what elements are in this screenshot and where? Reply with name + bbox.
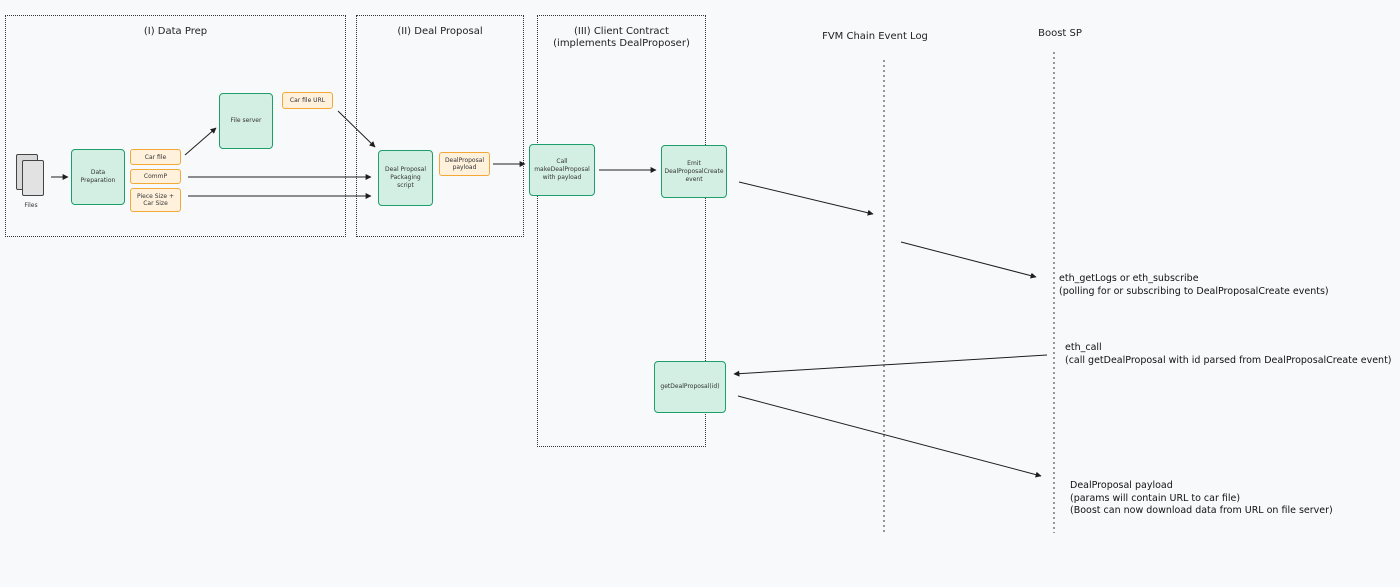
data-preparation-node: Data Preparation (71, 149, 125, 205)
region-client-contract (537, 15, 706, 447)
region-client-contract-title: (III) Client Contract (implements DealPr… (553, 26, 690, 49)
arrow-get-to-boost (737, 395, 1042, 478)
car-file-tag: Car file (130, 149, 181, 165)
region-data-prep-title: (I) Data Prep (143, 26, 208, 37)
packaging-script-node: Deal Proposal Packaging script (378, 150, 433, 206)
deal-proposal-payload-tag: DealProposal payload (439, 152, 490, 176)
arrow-fvm-to-boost (900, 241, 1037, 279)
eth-getlogs-note: eth_getLogs or eth_subscribe (polling fo… (1059, 273, 1329, 297)
lane-title-fvm: FVM Chain Event Log (822, 31, 928, 42)
region-deal-proposal-title: (II) Deal Proposal (397, 26, 483, 37)
get-deal-proposal-node: getDealProposal(id) (654, 361, 726, 413)
commp-tag: CommP (130, 169, 181, 184)
eth-call-note: eth_call (call getDealProposal with id p… (1065, 342, 1392, 366)
arrow-emit-to-fvm (738, 181, 874, 216)
deal-payload-note: DealProposal payload (params will contai… (1070, 480, 1333, 516)
car-file-url-tag: Car file URL (282, 92, 333, 109)
lane-title-boost: Boost SP (1038, 28, 1082, 39)
arrow-boost-to-get (733, 354, 1048, 377)
piece-size-tag: Piece Size + Car Size (130, 188, 181, 212)
file-server-node: File server (219, 93, 273, 149)
arrow-prep-to-fileserver (184, 127, 217, 156)
call-make-deal-proposal-node: Call makeDealProposal with payload (529, 144, 595, 196)
arrow-carurl-to-script (337, 110, 376, 148)
files-icon (16, 154, 46, 196)
region-deal-proposal (356, 15, 524, 237)
files-label: Files (24, 202, 38, 209)
region-data-prep (5, 15, 346, 237)
emit-event-node: Emit DealProposalCreate event (661, 145, 727, 198)
